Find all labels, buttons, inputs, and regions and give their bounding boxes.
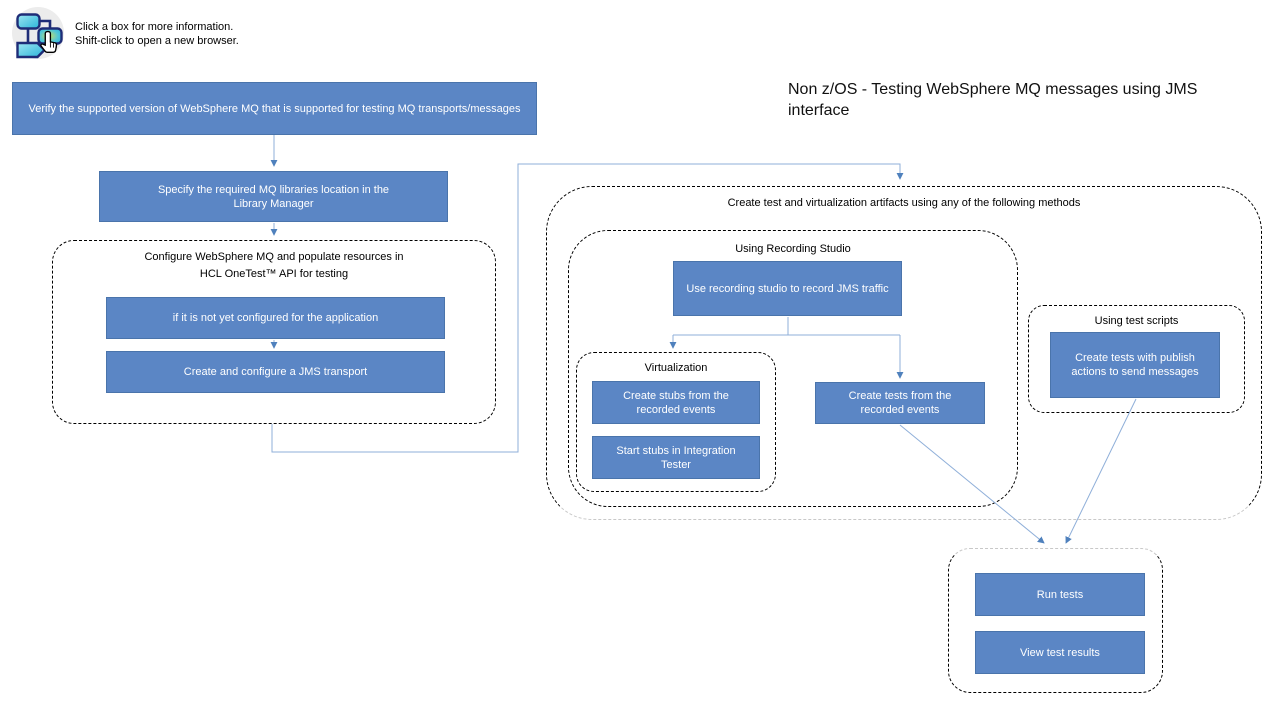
box-specify-mq-libraries[interactable]: Specify the required MQ libraries locati… (99, 171, 448, 222)
box-use-recording-studio[interactable]: Use recording studio to record JMS traff… (673, 261, 902, 316)
group-create-artifacts-label: Create test and virtualization artifacts… (727, 197, 1081, 209)
box-start-stubs[interactable]: Start stubs in Integration Tester (592, 436, 760, 479)
box-create-tests-publish[interactable]: Create tests with publish actions to sen… (1050, 332, 1220, 398)
box-create-tests-from-recorded[interactable]: Create tests from the recorded events (815, 382, 985, 424)
page-title: Non z/OS - Testing WebSphere MQ messages… (788, 81, 1198, 119)
box-view-test-results[interactable]: View test results (975, 631, 1145, 674)
group-recording-studio-label: Using Recording Studio (735, 243, 851, 255)
box-create-jms-transport[interactable]: Create and configure a JMS transport (106, 351, 445, 393)
flowchart-map-icon-svg (12, 7, 64, 59)
group-test-scripts: Using test scripts (1028, 305, 1245, 413)
box-verify-supported-version[interactable]: Verify the supported version of WebSpher… (12, 82, 537, 135)
box-run-tests[interactable]: Run tests (975, 573, 1145, 616)
group-run-tests (948, 548, 1163, 693)
group-configure-label-line2: HCL OneTest™ API for testing (199, 268, 349, 280)
group-configure-label-line1: Configure WebSphere MQ and populate reso… (144, 251, 404, 263)
hand-cursor-icon (40, 30, 58, 53)
group-test-scripts-label: Using test scripts (1094, 315, 1179, 327)
instructions-line2: Shift-click to open a new browser. (75, 35, 239, 47)
instructions-line1: Click a box for more information. (75, 21, 234, 33)
box-create-stubs[interactable]: Create stubs from the recorded events (592, 381, 760, 424)
flowchart-map-icon (9, 5, 67, 61)
map-instructions: Click a box for more information. Shift-… (75, 20, 239, 48)
box-if-not-configured[interactable]: if it is not yet configured for the appl… (106, 297, 445, 339)
group-virtualization-label: Virtualization (644, 362, 708, 374)
